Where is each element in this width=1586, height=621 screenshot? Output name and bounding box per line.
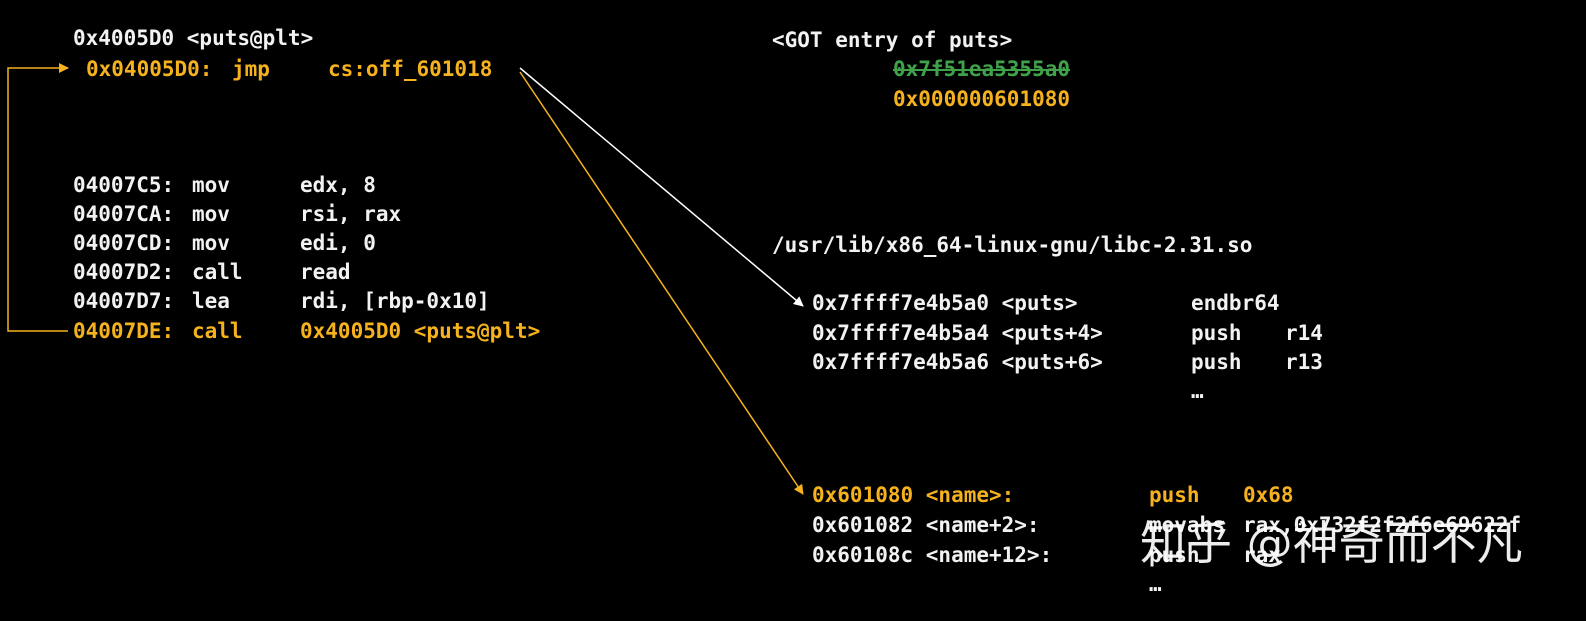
code-row-arg: edi, 0: [300, 231, 376, 255]
name-row-arg-highlight: 0x68: [1243, 483, 1294, 507]
libc-row-addr: 0x7ffff7e4b5a6 <puts+6>: [812, 350, 1103, 374]
code-row-op: lea: [192, 289, 230, 313]
code-row-arg: edx, 8: [300, 173, 376, 197]
code-row-arg-highlight: 0x4005D0 <puts@plt>: [300, 319, 541, 343]
code-row-arg: rdi, [rbp-0x10]: [300, 289, 490, 313]
libc-row-addr: 0x7ffff7e4b5a0 <puts>: [812, 291, 1078, 315]
code-row-op-highlight: call: [192, 319, 243, 343]
code-row-addr: 04007C5:: [73, 173, 175, 197]
plt-jmp-arg: cs:off_601018: [328, 57, 493, 81]
code-row-op: mov: [192, 231, 230, 255]
libc-path: /usr/lib/x86_64-linux-gnu/libc-2.31.so: [772, 233, 1253, 257]
libc-row-arg: r13: [1285, 350, 1323, 374]
got-old-value: 0x7f51ea5355a0: [893, 57, 1071, 81]
zhihu-watermark: 知乎 @神奇而不凡: [1140, 516, 1523, 570]
name-row-addr-highlight: 0x601080 <name>:: [812, 483, 1015, 507]
got-new-value: 0x000000601080: [893, 87, 1071, 111]
name-row-op-highlight: push: [1149, 483, 1200, 507]
plt-header: 0x4005D0 <puts@plt>: [73, 26, 314, 50]
code-row-addr: 04007D2:: [73, 260, 175, 284]
code-row-addr-highlight: 04007DE:: [73, 319, 175, 343]
jmp-to-name-arrow: [519, 71, 804, 495]
name-row-addr: 0x60108c <name+12>:: [812, 543, 1053, 567]
code-row-op: mov: [192, 173, 230, 197]
code-row-addr: 04007CD:: [73, 231, 175, 255]
code-row-arg: rsi, rax: [300, 202, 402, 226]
name-row-op: movabs: [1149, 513, 1225, 537]
libc-row-addr: 0x7ffff7e4b5a4 <puts+4>: [812, 321, 1103, 345]
plt-jmp-op: jmp: [232, 57, 270, 81]
code-row-op: call: [192, 260, 243, 284]
name-row-op: push: [1149, 543, 1200, 567]
code-row-op: mov: [192, 202, 230, 226]
libc-row-op: push: [1191, 321, 1242, 345]
libc-ellipsis: …: [1191, 379, 1204, 403]
name-ellipsis: …: [1149, 572, 1162, 596]
name-row-addr: 0x601082 <name+2>:: [812, 513, 1040, 537]
code-row-addr: 04007D7:: [73, 289, 175, 313]
libc-row-op: endbr64: [1191, 291, 1280, 315]
code-row-arg: read: [300, 260, 351, 284]
name-row-arg: rax: [1243, 543, 1281, 567]
plt-jmp-address: 0x04005D0:: [86, 57, 213, 81]
libc-row-arg: r14: [1285, 321, 1323, 345]
jmp-to-libc-puts-arrow: [519, 67, 804, 307]
libc-row-op: push: [1191, 350, 1242, 374]
code-row-addr: 04007CA:: [73, 202, 175, 226]
got-header: <GOT entry of puts>: [772, 28, 1013, 52]
call-to-plt-arrow: [7, 63, 69, 332]
name-row-arg: rax,0x732f2f2f6e69622f: [1243, 513, 1522, 537]
